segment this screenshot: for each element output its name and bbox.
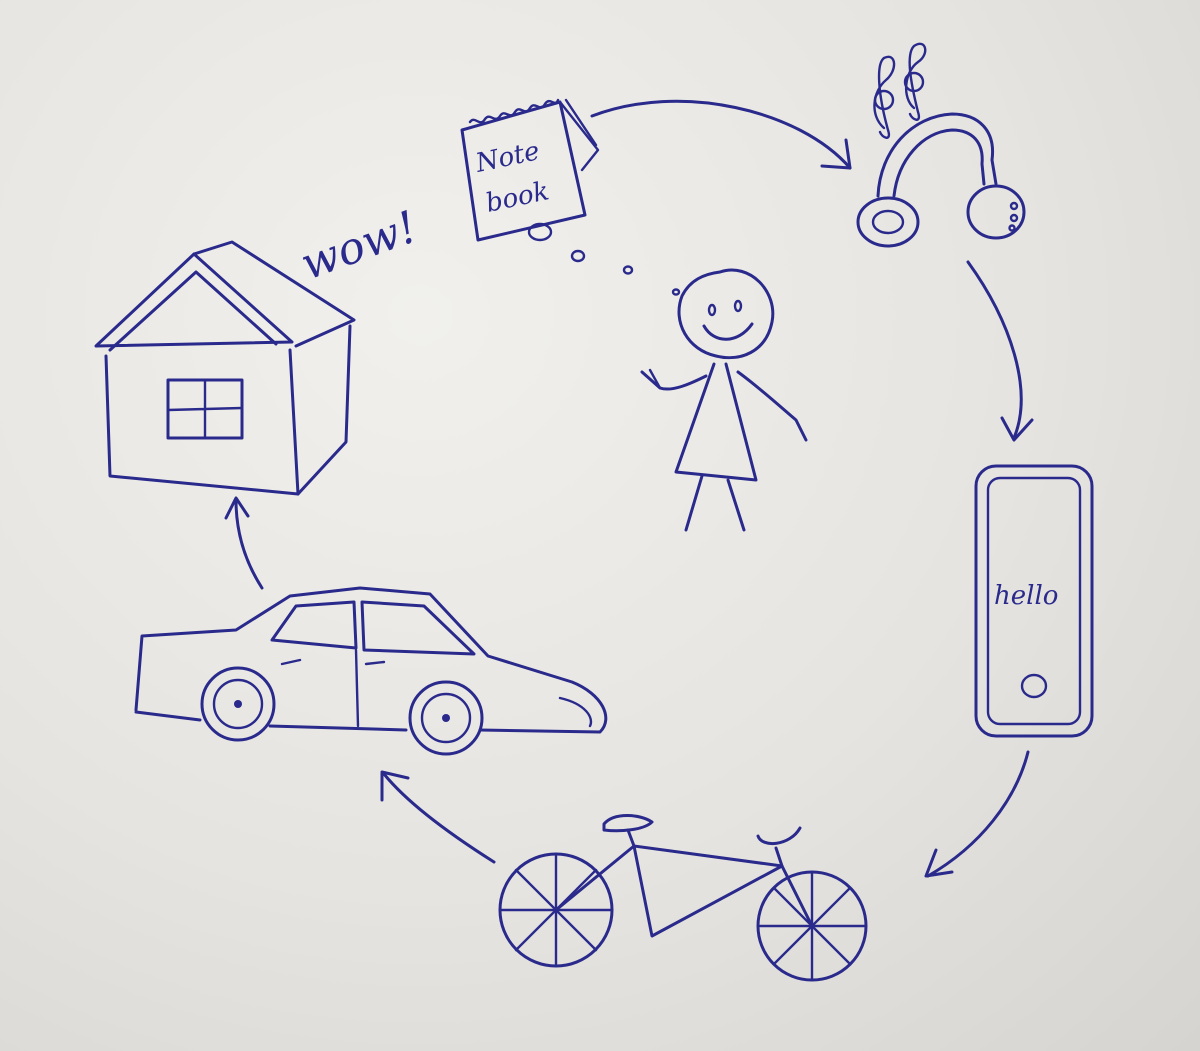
arrow-bicycle-to-car — [380, 770, 496, 864]
headphones-icon — [856, 112, 1026, 248]
arrow-car-to-house — [224, 496, 264, 590]
notebook-label-line2: book — [483, 176, 552, 219]
arrow-headphones-to-phone — [966, 260, 1034, 442]
notebook-icon: Note book — [460, 98, 600, 242]
stick-figure-icon — [640, 268, 808, 532]
house-icon — [94, 240, 356, 496]
arrow-notebook-to-headphones — [590, 99, 852, 170]
notebook-label-line1: Note — [472, 136, 542, 179]
cycle-arrows — [224, 99, 1034, 878]
wow-label: wow! — [294, 202, 424, 291]
bicycle-icon — [498, 814, 868, 982]
arrow-phone-to-bicycle — [924, 750, 1030, 878]
thought-bubbles-icon — [527, 222, 681, 296]
car-icon — [134, 586, 608, 756]
music-notes-icon — [873, 42, 927, 139]
smartphone-icon: hello — [974, 464, 1094, 738]
phone-screen-label: hello — [994, 581, 1058, 611]
